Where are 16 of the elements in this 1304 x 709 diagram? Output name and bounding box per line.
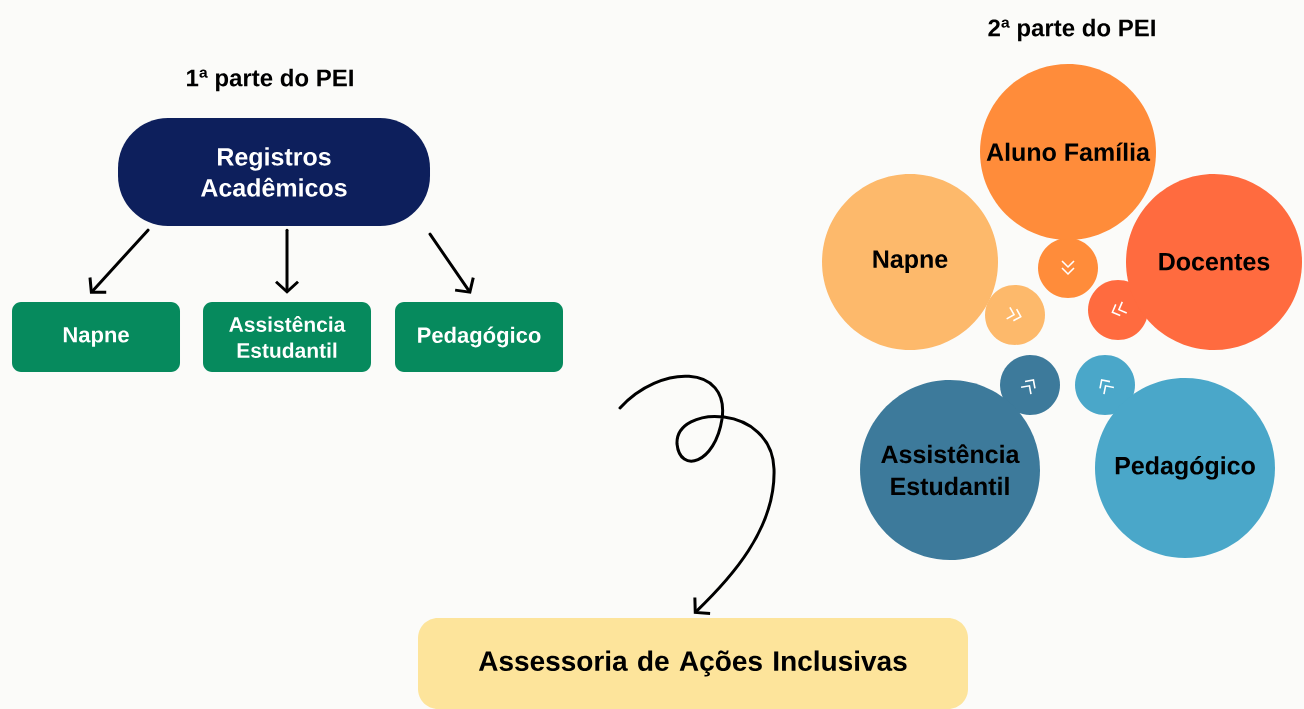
arrow <box>88 228 150 294</box>
section-heading: 1ª parte do PEI <box>187 68 353 92</box>
process-box: Assistência Estudantil <box>203 302 371 372</box>
rounded-box: Registros Acadêmicos <box>118 118 430 226</box>
process-box: Napne <box>12 302 180 372</box>
speech-bubble: Aluno Família <box>980 64 1156 298</box>
process-box: Pedagógico <box>395 302 563 372</box>
curly-arrow <box>618 374 776 615</box>
result-box: Assessoria de Ações Inclusivas <box>418 618 968 709</box>
speech-bubble: Napne <box>822 174 1045 350</box>
arrow <box>275 228 299 294</box>
arrow <box>428 232 475 294</box>
section-heading: 2ª parte do PEI <box>988 18 1155 42</box>
speech-bubble: Assistência Estudantil <box>860 355 1060 560</box>
speech-bubble: Pedagógico <box>1075 355 1275 558</box>
speech-bubble: Docentes <box>1088 174 1302 350</box>
